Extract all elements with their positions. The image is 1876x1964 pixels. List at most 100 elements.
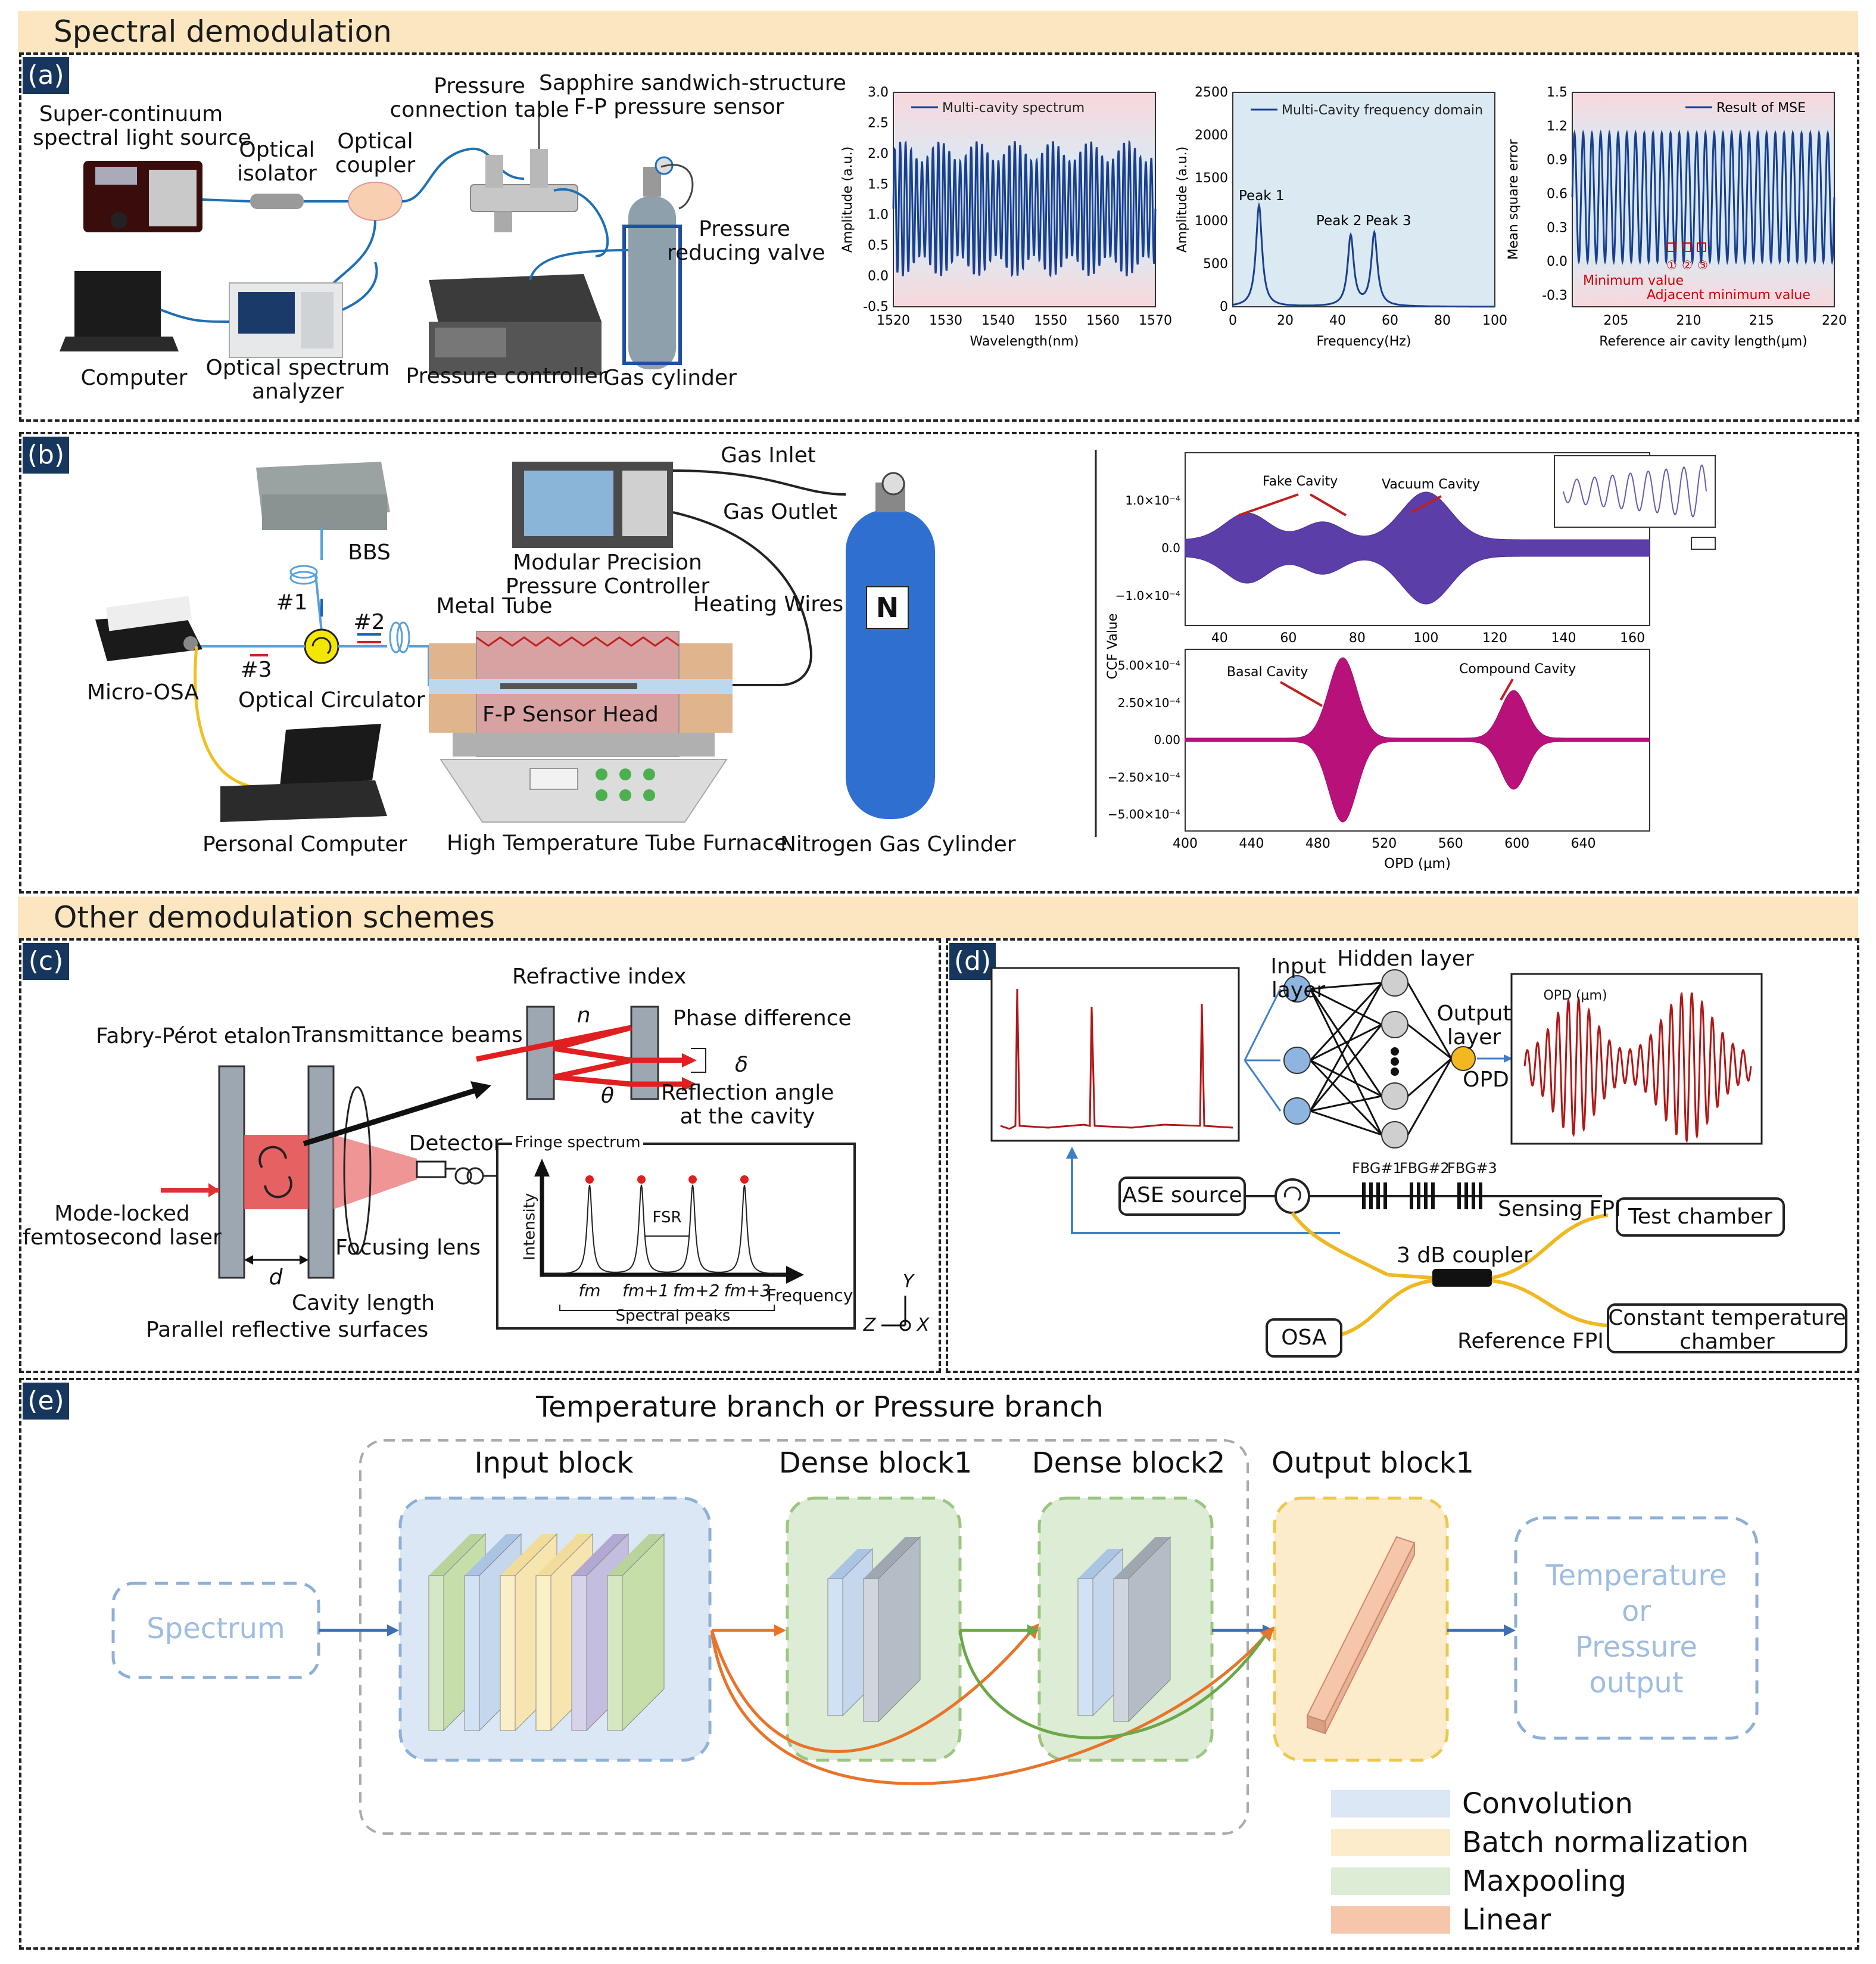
- label-light-source: Super-continuum spectral light source: [33, 102, 251, 150]
- legend-swatch: [1331, 1906, 1450, 1934]
- x-tick-label: 1570: [1139, 313, 1172, 328]
- label-computer: Computer: [80, 366, 188, 390]
- y-axis-label: CCF Value: [1105, 614, 1120, 680]
- peak-label: Peak 2: [1316, 213, 1362, 229]
- legend-label: Linear: [1462, 1903, 1551, 1937]
- label-detector: Detector: [409, 1131, 503, 1156]
- x-tick-label: 600: [1504, 836, 1529, 851]
- section-title: Spectral demodulation: [54, 14, 392, 49]
- e-title: Temperature branch or Pressure branch: [536, 1390, 1104, 1424]
- label-dense2: Dense block2: [1032, 1446, 1226, 1480]
- label-fringe: Fringe spectrum: [512, 1134, 643, 1151]
- label-micro-osa: Micro-OSA: [86, 680, 200, 705]
- y-tick-label: 0: [1220, 300, 1228, 315]
- label-d: d: [269, 1265, 283, 1290]
- nn-link: [1309, 982, 1383, 1112]
- nn-link: [1309, 1024, 1383, 1112]
- modular-controller-icon: [512, 462, 673, 548]
- y-tick-label: 2500: [1195, 85, 1228, 100]
- legend-label: Maxpooling: [1462, 1865, 1626, 1898]
- label-sensor: Sapphire sandwich-structure F-P pressure…: [539, 71, 846, 119]
- legend-label: Multi-cavity spectrum: [942, 101, 1085, 116]
- x-tick-label: 100: [1413, 631, 1438, 646]
- label-osa: Optical spectrum analyzer: [205, 356, 390, 404]
- label-osa-d: OSA: [1281, 1325, 1327, 1350]
- osa-icon: [229, 282, 343, 358]
- label-reflection: Reflection angle at the cavity: [661, 1081, 834, 1129]
- label-fm: fm: [578, 1281, 601, 1300]
- label-sensing: Sensing FPI: [1498, 1197, 1621, 1221]
- axis-z: Z: [863, 1315, 876, 1336]
- panel-label: (c): [23, 943, 69, 980]
- label-fbg1: FBG#1: [1352, 1160, 1402, 1176]
- x-tick-label: 1550: [1034, 313, 1067, 328]
- x-tick-label: 160: [1620, 631, 1645, 646]
- nn-link: [1407, 1023, 1452, 1060]
- peak-label: Peak 1: [1239, 188, 1285, 204]
- label-bbs: BBS: [348, 540, 391, 565]
- annotation: Adjacent minimum value: [1647, 288, 1810, 303]
- label-fm2: fm+2: [673, 1281, 720, 1300]
- label-output-text: Temperature or Pressure output: [1545, 1559, 1727, 1700]
- nn-link: [1310, 988, 1382, 1026]
- x-tick-label: 40: [1211, 631, 1228, 646]
- label-fm3: fm+3: [724, 1281, 771, 1300]
- y-tick-label: 0.3: [1547, 220, 1568, 235]
- label-frequency: Frequency: [766, 1286, 853, 1305]
- label-hidden-layer: Hidden layer: [1337, 947, 1474, 971]
- legend-label: Multi-Cavity frequency domain: [1282, 103, 1483, 118]
- section-bar-other: Other demodulation schemes: [18, 897, 1858, 938]
- label-fsr: FSR: [652, 1209, 682, 1227]
- nn-link: [1310, 982, 1382, 990]
- micro-osa-icon: [95, 596, 202, 661]
- nn-link: [1407, 1057, 1452, 1097]
- label-opd: OPD: [1463, 1067, 1509, 1092]
- x-axis-label: OPD (μm): [1384, 856, 1451, 871]
- legend-label: Result of MSE: [1716, 101, 1806, 116]
- label-cavity-length: Cavity length: [291, 1291, 435, 1315]
- linear-layer: [1306, 1536, 1416, 1735]
- x-tick-label: 640: [1571, 836, 1596, 851]
- y-tick-label: 0.9: [1547, 153, 1568, 168]
- nitrogen-symbol: N: [875, 592, 899, 624]
- light-source-icon: [83, 161, 202, 232]
- label-input-block: Input block: [474, 1446, 634, 1480]
- panel-label: (e): [23, 1383, 69, 1420]
- laptop-icon: [220, 724, 387, 822]
- nitrogen-cylinder-icon: [846, 472, 935, 819]
- gas-cylinder-icon: [622, 156, 682, 369]
- x-tick-label: 20: [1277, 313, 1294, 328]
- label-port3: #3: [240, 658, 272, 682]
- label-spectrum: Spectrum: [147, 1612, 285, 1645]
- y-tick-label: 1500: [1195, 171, 1228, 186]
- label-mode-locked: Mode-locked femtosecond laser: [23, 1202, 222, 1250]
- section-title: Other demodulation schemes: [54, 900, 495, 935]
- label-fbg2: FBG#2: [1400, 1160, 1450, 1176]
- isolator-icon: [250, 194, 304, 209]
- legend-label: Batch normalization: [1462, 1826, 1749, 1859]
- dense-layers: [827, 1536, 1171, 1723]
- panel-label: (a): [23, 57, 69, 94]
- label-gas-outlet: Gas Outlet: [723, 500, 837, 524]
- y-tick-label: 1.0: [868, 208, 889, 223]
- x-tick-label: 80: [1349, 631, 1366, 646]
- label-opd-axis: OPD (μm): [1543, 988, 1607, 1003]
- label-heating: Heating Wires: [693, 592, 844, 617]
- y-axis-label: Amplitude (a.u.): [1175, 147, 1190, 253]
- panel-a: [19, 52, 1859, 422]
- label-port2: #2: [353, 610, 385, 634]
- x-tick-label: 220: [1822, 313, 1847, 328]
- label-spectral-peaks: Spectral peaks: [615, 1307, 731, 1325]
- panel-label: (d): [949, 943, 996, 980]
- y-tick-label: 0.0: [868, 269, 889, 284]
- label-modular: Modular Precision Pressure Controller: [505, 550, 710, 599]
- label-gas-inlet: Gas Inlet: [721, 443, 816, 468]
- x-tick-label: 80: [1434, 313, 1451, 328]
- x-tick-label: 60: [1382, 313, 1398, 328]
- x-tick-label: 1540: [981, 313, 1015, 328]
- label-controller: Pressure controller: [406, 364, 607, 388]
- peak-label: Peak 3: [1366, 213, 1411, 229]
- axis-y: Y: [902, 1271, 914, 1292]
